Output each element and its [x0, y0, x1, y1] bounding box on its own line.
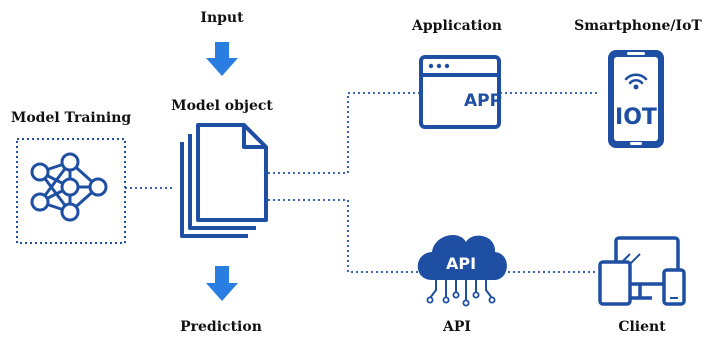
- app-icon-text: APP: [464, 91, 502, 111]
- down-arrow-icon: [206, 42, 238, 76]
- application-label: Application: [412, 18, 502, 34]
- api-cloud-icon: [417, 234, 507, 307]
- prediction-label: Prediction: [180, 319, 262, 335]
- smartphone-iot-icon: [608, 50, 664, 148]
- client-label: Client: [618, 319, 666, 335]
- neural-network-icon: [30, 152, 108, 222]
- wifi-icon: [624, 73, 648, 85]
- model-training-frame: [16, 138, 126, 244]
- phone-icon: [662, 268, 686, 306]
- smartphone-iot-label: Smartphone/IoT: [574, 18, 702, 34]
- api-label: API: [443, 319, 471, 335]
- documents-icon: [180, 123, 268, 238]
- input-label: Input: [200, 10, 244, 26]
- tablet-icon: [598, 260, 632, 306]
- connector-model-to-api: [268, 199, 420, 273]
- api-cloud-text: API: [446, 254, 476, 273]
- connector-model-to-application: [268, 92, 420, 174]
- client-devices-icon: [598, 236, 686, 306]
- model-training-label: Model Training: [10, 110, 132, 126]
- circuit-lines: [429, 280, 493, 301]
- app-window-icon: [419, 55, 501, 129]
- iot-icon-text: IOT: [615, 105, 657, 130]
- model-object-label: Model object: [171, 98, 273, 114]
- down-arrow-icon: [206, 266, 238, 301]
